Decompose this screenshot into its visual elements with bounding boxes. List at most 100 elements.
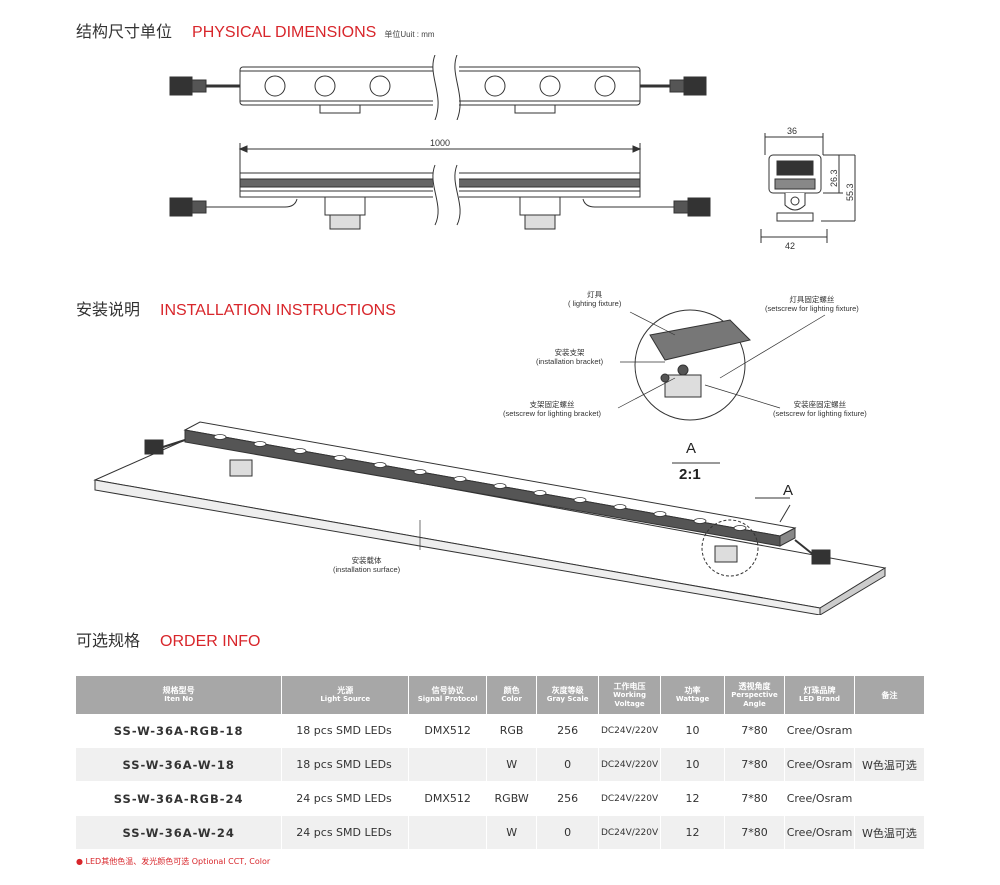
cell-angle: 7*80 [724, 781, 786, 816]
led-dot [413, 469, 427, 475]
cell-protocol: DMX512 [408, 781, 488, 816]
installation-title-cn: 安装说明 [76, 300, 141, 319]
cell-color: RGBW [486, 781, 538, 816]
table-row: SS-W-36A-W-24 24 pcs SMD LEDs W 0 DC24V/… [76, 815, 925, 850]
table-row: SS-W-36A-W-18 18 pcs SMD LEDs W 0 DC24V/… [76, 747, 925, 782]
cell-source: 24 pcs SMD LEDs [281, 815, 410, 850]
height-total-dimension: 55.3 [845, 183, 855, 201]
cell-wattage: 12 [660, 815, 726, 850]
led-dot [493, 483, 507, 489]
cell-angle: 7*80 [724, 747, 786, 782]
led-dot [253, 441, 267, 447]
cell-brand: Cree/Osram [784, 815, 855, 850]
installation-title-en: INSTALLATION INSTRUCTIONS [160, 302, 396, 319]
bracket-screw-label: 支架固定螺丝 (setscrew for lighting bracket) [503, 400, 601, 418]
led-dot [733, 525, 747, 531]
cell-note: W色温可选 [854, 815, 925, 850]
led-dot [213, 434, 227, 440]
detail-scale: 2:1 [679, 466, 701, 483]
detail-mark: A [686, 440, 697, 457]
cell-protocol [408, 815, 488, 850]
dimensions-title-en: PHYSICAL DIMENSIONS [192, 24, 377, 41]
installation-section-title: 安装说明 INSTALLATION INSTRUCTIONS [76, 296, 396, 320]
led-circle [314, 75, 336, 97]
cell-angle: 7*80 [724, 714, 786, 748]
cell-gray: 0 [536, 815, 600, 850]
installation-drawing [93, 309, 887, 615]
width-bottom-dimension: 42 [785, 241, 795, 250]
order-title-en: ORDER INFO [160, 633, 261, 650]
cell-gray: 256 [536, 781, 600, 816]
cell-gray: 256 [536, 714, 600, 748]
led-dot [613, 504, 627, 510]
led-dot [533, 490, 547, 496]
footnote: ● LED其他色温、发光颜色可选 Optional CCT, Color [76, 857, 271, 866]
fixture-label: 灯具 ( lighting fixture) [568, 290, 622, 308]
led-circle [484, 75, 506, 97]
cross-section-drawing: 36 42 26.3 55.3 [760, 126, 856, 250]
cell-angle: 7*80 [724, 815, 786, 850]
order-section-title: 可选规格 ORDER INFO [76, 627, 260, 651]
cell-color: RGB [486, 714, 538, 748]
led-dot [573, 497, 587, 503]
cell-source: 24 pcs SMD LEDs [281, 781, 410, 816]
cell-voltage: DC24V/220V [598, 815, 662, 850]
detail-callout: A [783, 482, 794, 499]
led-circle [264, 75, 286, 97]
cell-model: SS-W-36A-W-24 [76, 815, 283, 850]
base-screw-label: 安装座固定螺丝 (setscrew for lighting fixture) [773, 400, 867, 418]
cell-gray: 0 [536, 747, 600, 782]
top-view-drawing [169, 55, 707, 120]
led-dot [333, 455, 347, 461]
cell-brand: Cree/Osram [784, 781, 855, 816]
order-title-cn: 可选规格 [76, 631, 141, 650]
dimensions-unit-note: 单位Uuit : mm [384, 30, 435, 39]
cell-note [854, 714, 925, 748]
dimensions-title-cn: 结构尺寸单位 [76, 22, 173, 41]
side-view-drawing: 1000 [169, 138, 711, 230]
cell-brand: Cree/Osram [784, 747, 855, 782]
length-dimension: 1000 [430, 138, 450, 148]
cell-protocol [408, 747, 488, 782]
cell-voltage: DC24V/220V [598, 747, 662, 782]
led-dot [373, 462, 387, 468]
height-body-dimension: 26.3 [829, 169, 839, 187]
cell-source: 18 pcs SMD LEDs [281, 747, 410, 782]
cell-brand: Cree/Osram [784, 714, 855, 748]
cell-wattage: 10 [660, 747, 726, 782]
table-row: SS-W-36A-RGB-18 18 pcs SMD LEDs DMX512 R… [76, 714, 925, 748]
cell-note [854, 781, 925, 816]
cell-note: W色温可选 [854, 747, 925, 782]
table-row: SS-W-36A-RGB-24 24 pcs SMD LEDs DMX512 R… [76, 781, 925, 816]
cell-wattage: 12 [660, 781, 726, 816]
cell-model: SS-W-36A-RGB-18 [76, 714, 283, 748]
led-dot [453, 476, 467, 482]
cell-protocol: DMX512 [408, 714, 488, 748]
cell-voltage: DC24V/220V [598, 781, 662, 816]
cell-color: W [486, 747, 538, 782]
led-dot [693, 518, 707, 524]
width-top-dimension: 36 [787, 126, 797, 136]
surface-label: 安装载体 (installation surface) [333, 556, 401, 574]
led-circle [539, 75, 561, 97]
cell-wattage: 10 [660, 714, 726, 748]
led-circle [594, 75, 616, 97]
fixture-screw-label: 灯具固定螺丝 (setscrew for lighting fixture) [765, 295, 859, 313]
cell-model: SS-W-36A-W-18 [76, 747, 283, 782]
led-dot [653, 511, 667, 517]
header-note: 备注 [854, 676, 925, 714]
led-dot [293, 448, 307, 454]
led-circle [369, 75, 391, 97]
cell-source: 18 pcs SMD LEDs [281, 714, 410, 748]
